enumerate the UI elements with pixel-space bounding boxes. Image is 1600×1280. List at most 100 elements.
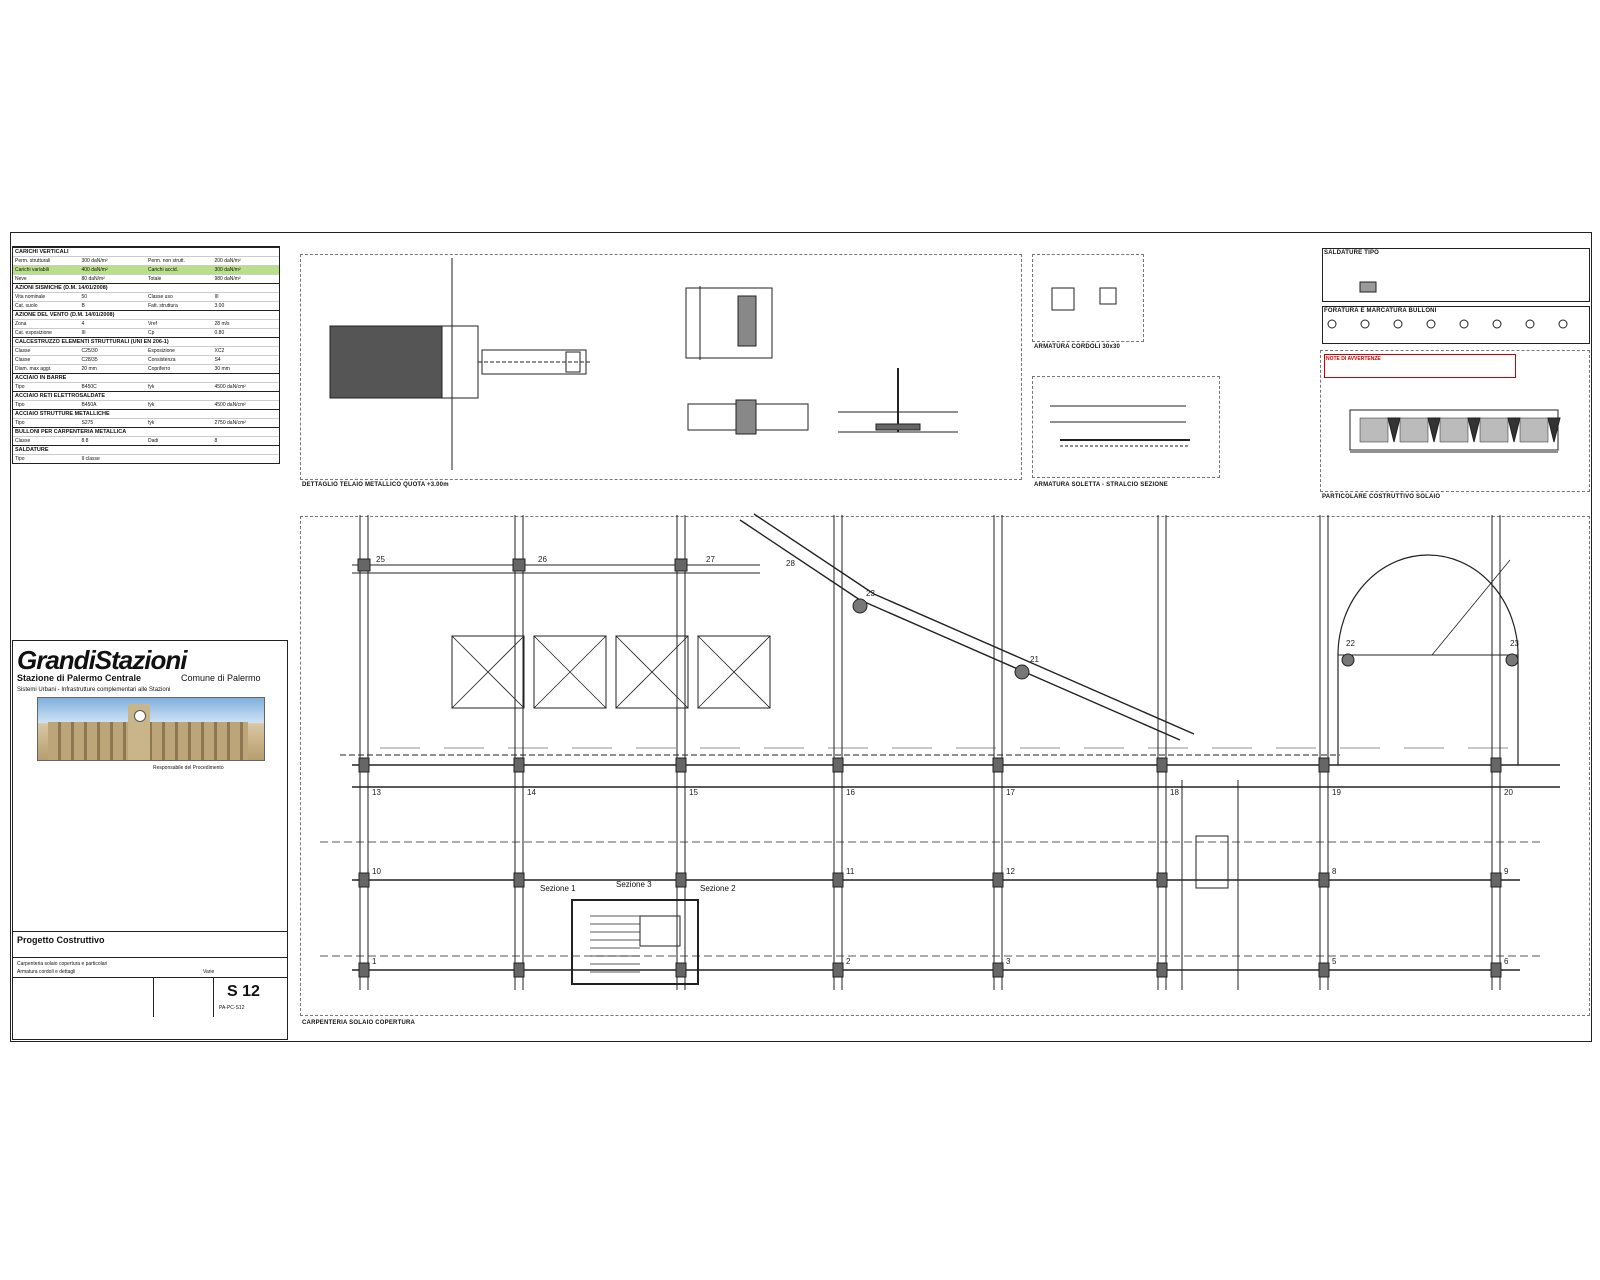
welds-table	[1322, 248, 1590, 302]
spec-cell: Consistenza	[148, 357, 176, 363]
spec-cell: Dadi	[148, 438, 159, 444]
spec-row: Classe C25/30 Esposizione XC2	[13, 346, 279, 355]
spec-cell: Classe uso	[148, 294, 173, 300]
station-name: Stazione di Palermo Centrale	[17, 673, 142, 683]
spec-cell	[146, 455, 213, 463]
spec-section-title: SALDATURE	[13, 445, 279, 454]
slab-section-caption: PARTICOLARE COSTRUTTIVO SOLAIO	[1322, 494, 1441, 500]
spec-cell: 8.8	[81, 438, 89, 444]
spec-row: Tipo B450A fyk 4500 daN/cm²	[13, 400, 279, 409]
spec-cell: Cat. esposizione	[15, 330, 52, 336]
spec-row: Cat. esposizione III Cp 0.80	[13, 328, 279, 337]
steel-frame-detail-panel	[300, 254, 1022, 480]
spec-cell: 3.00	[214, 303, 225, 309]
spec-section-title: AZIONE DEL VENTO (D.M. 14/01/2008)	[13, 310, 279, 319]
system-line: Sistemi Urbani - Infrastrutture compleme…	[17, 687, 171, 693]
drawing-code: PA-PC-S12	[219, 1005, 245, 1011]
spec-cell: 200 daN/m²	[214, 258, 241, 264]
spec-cell: Esposizione	[148, 348, 175, 354]
section-1-label: Sezione 1	[540, 884, 576, 893]
spec-cell: Totale	[148, 276, 162, 282]
spec-cell: III	[214, 294, 219, 300]
welds-caption: SALDATURE TIPO	[1324, 250, 1380, 256]
spec-section-title: ACCIAIO IN BARRE	[13, 373, 279, 382]
soletta-caption: ARMATURA SOLETTA - STRALCIO SEZIONE	[1034, 482, 1168, 488]
sheet-number: S 12	[227, 983, 260, 1000]
spec-cell: XC2	[214, 348, 225, 354]
spec-cell: Cat. suolo	[15, 303, 38, 309]
spec-row: Cat. suolo B Fatt. struttura 3.00	[13, 301, 279, 310]
spec-cell: B450C	[81, 384, 97, 390]
spec-cell: 300 daN/m²	[81, 258, 108, 264]
spec-section-title: CALCESTRUZZO ELEMENTI STRUTTURALI (UNI E…	[13, 337, 279, 346]
spec-cell	[213, 455, 280, 463]
bolts-table	[1322, 306, 1590, 344]
spec-cell: 8	[214, 438, 218, 444]
spec-row: Classe 8.8 Dadi 8	[13, 436, 279, 445]
spec-cell: 20 mm	[81, 366, 97, 372]
spec-cell: III	[81, 330, 86, 336]
spec-cell: 4500 daN/cm²	[214, 402, 246, 408]
spec-cell: fyk	[148, 384, 155, 390]
project-phase: Progetto Costruttivo	[17, 935, 105, 945]
slab-section-panel	[1320, 350, 1590, 492]
spec-cell: 50	[81, 294, 88, 300]
spec-cell: fyk	[148, 402, 155, 408]
spec-cell: Cp	[148, 330, 155, 336]
section-3-label: Sezione 3	[616, 880, 652, 889]
cordoli-caption: ARMATURA CORDOLI 30x30	[1034, 344, 1121, 350]
spec-cell: 2750 daN/cm²	[214, 420, 246, 426]
drawing-title-2: Armatura cordoli e dettagli	[17, 969, 76, 975]
floor-plan-caption: CARPENTERIA SOLAIO COPERTURA	[302, 1020, 416, 1026]
drawing-sheet-border	[10, 232, 1592, 1042]
spec-cell: B450A	[81, 402, 97, 408]
spec-cell: 4500 daN/cm²	[214, 384, 246, 390]
spec-cell: Tipo	[15, 420, 25, 426]
responsible-line: Responsabile del Procedimento	[153, 765, 224, 771]
drawing-title-1: Carpenteria solaio copertura e particola…	[17, 961, 108, 967]
spec-cell: Diam. max aggr.	[15, 366, 52, 372]
spec-cell: 300 daN/m²	[214, 267, 241, 273]
spec-cell: S275	[81, 420, 94, 426]
spec-cell: II classe	[81, 456, 100, 462]
spec-cell: Fatt. struttura	[148, 303, 178, 309]
spec-cell: Neve	[15, 276, 27, 282]
spec-row: Tipo II classe	[13, 454, 279, 463]
spec-cell: 4	[81, 321, 85, 327]
spec-cell: Tipo	[15, 402, 25, 408]
spec-section-title: CARICHI VERTICALI	[13, 247, 279, 256]
warning-box	[1324, 354, 1516, 378]
spec-section-title: BULLONI PER CARPENTERIA METALLICA	[13, 427, 279, 436]
spec-cell: Perm. non strutt.	[148, 258, 185, 264]
spec-section-title: AZIONI SISMICHE (D.M. 14/01/2008)	[13, 283, 279, 292]
spec-cell: Zona	[15, 321, 27, 327]
spec-cell: C25/30	[81, 348, 98, 354]
spec-cell: Classe	[15, 348, 31, 354]
company-logo: GrandiStazioni	[17, 645, 187, 675]
spec-cell: Copriferro	[148, 366, 171, 372]
scale-value: Varie	[203, 969, 215, 975]
spec-section-title: ACCIAIO RETI ELETTROSALDATE	[13, 391, 279, 400]
warning-caption: NOTE DI AVVERTENZE	[1326, 356, 1381, 362]
spec-cell: S4	[214, 357, 221, 363]
spec-cell: Carichi accid.	[148, 267, 179, 273]
station-photo	[37, 697, 265, 761]
spec-cell: 980 daN/m²	[214, 276, 241, 282]
spec-cell: Tipo	[15, 456, 25, 462]
spec-cell: Classe	[15, 438, 31, 444]
floor-plan-panel	[300, 516, 1590, 1016]
spec-cell: Classe	[15, 357, 31, 363]
spec-cell: 0.80	[214, 330, 225, 336]
section-2-label: Sezione 2	[700, 884, 736, 893]
spec-cell: B	[81, 303, 85, 309]
